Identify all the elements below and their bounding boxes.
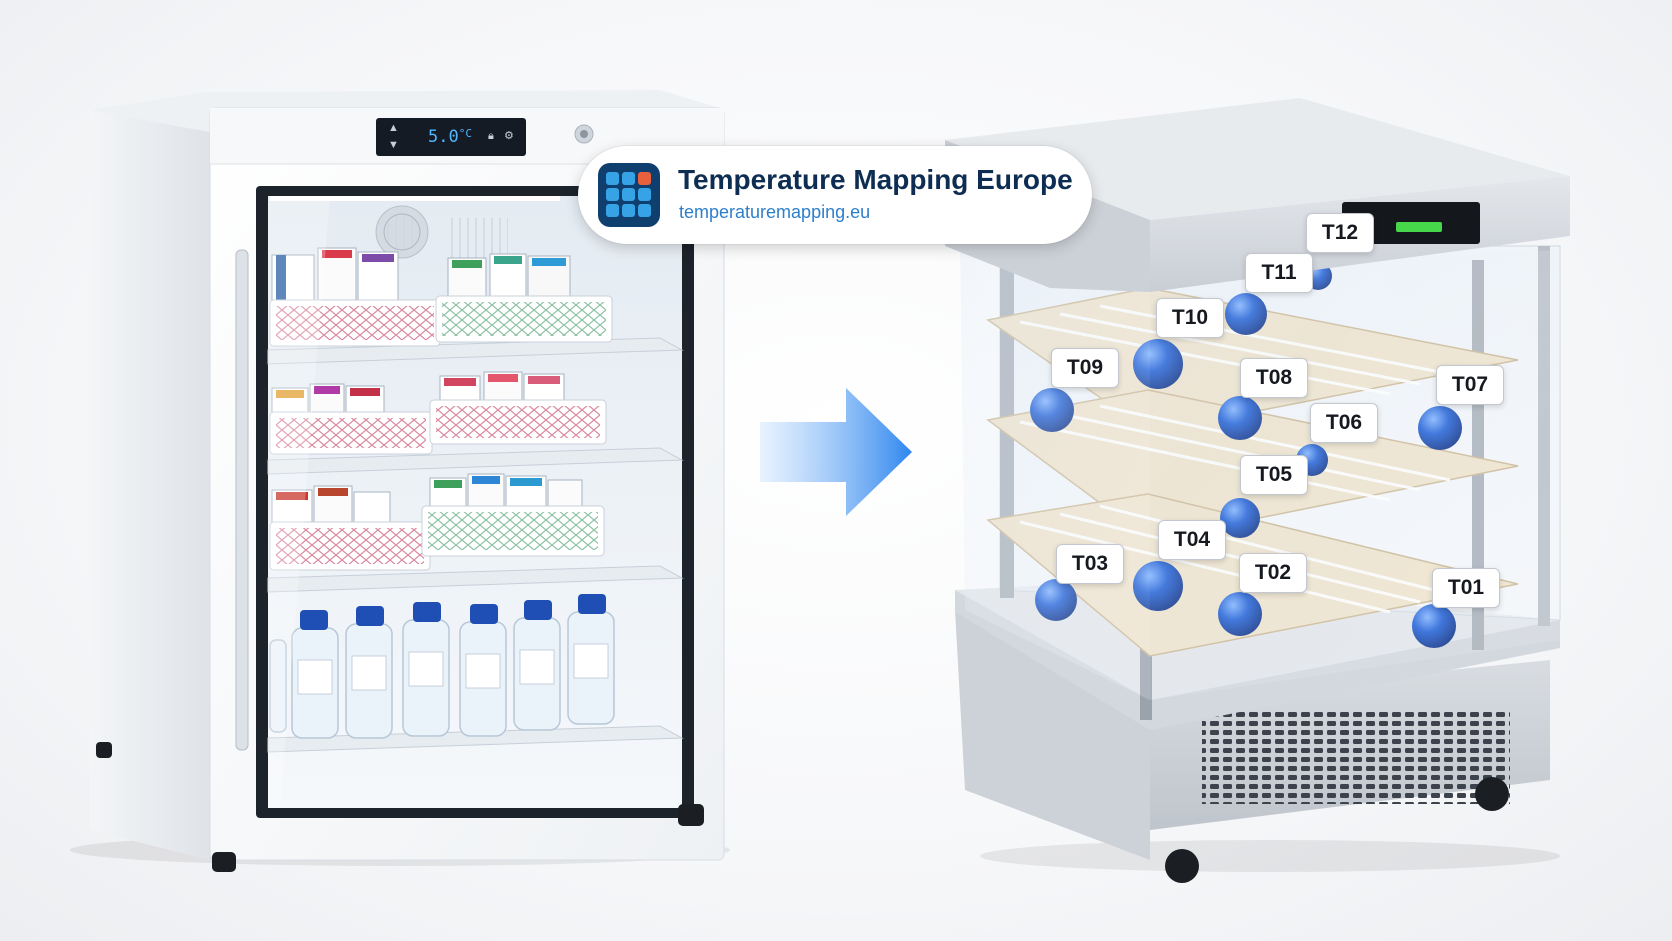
chevron-up-icon: ▲	[388, 122, 399, 134]
water-bottles	[269, 594, 615, 739]
sensor-label-t01: T01	[1432, 568, 1500, 608]
brand-url: temperaturemapping.eu	[679, 202, 871, 222]
grid-logo-icon	[598, 163, 660, 227]
sensor-label-t06: T06	[1310, 403, 1378, 443]
sensor-label-t10: T10	[1156, 298, 1224, 338]
gear-icon: ⚙	[504, 130, 514, 142]
brand-badge: Temperature Mapping Europe temperaturema…	[578, 146, 1092, 244]
sensor-label-t12: T12	[1306, 213, 1374, 253]
sensor-label-t08: T08	[1240, 358, 1308, 398]
fridge-shelves	[267, 337, 684, 753]
brand-name: Temperature Mapping Europe	[678, 164, 1073, 195]
sensor-label-t04: T04	[1158, 520, 1226, 560]
sensor-label-t11: T11	[1245, 253, 1313, 293]
sensor-label-t05: T05	[1240, 455, 1308, 495]
temperature-readout: 5.0°C	[428, 127, 472, 147]
sensor-label-t03: T03	[1056, 544, 1124, 584]
pharmacy-fridge	[70, 90, 730, 872]
medication-baskets	[269, 247, 613, 347]
sensor-label-t07: T07	[1436, 365, 1504, 405]
medication-baskets-middle	[269, 371, 607, 455]
transition-arrow-icon	[760, 388, 912, 516]
fridge-temperature-display: ▲ ▼ 5.0°C 🔒︎ ⚙	[376, 118, 526, 156]
lock-icon: 🔒︎	[488, 130, 494, 142]
medication-baskets-lower	[269, 473, 605, 571]
sensor-label-t09: T09	[1051, 348, 1119, 388]
sensor-label-t02: T02	[1239, 553, 1307, 593]
chevron-down-icon: ▼	[388, 139, 399, 151]
